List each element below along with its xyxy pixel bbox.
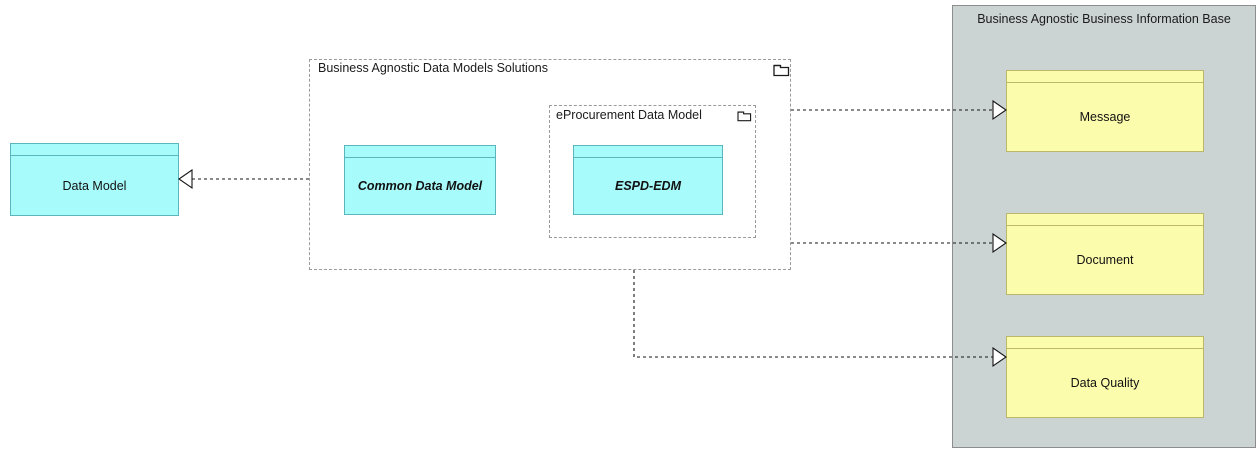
package-folder-icon [737, 109, 752, 127]
node-label-message: Message [1079, 110, 1131, 124]
node-label-common-data-model: Common Data Model [357, 179, 483, 193]
node-body: ESPD-EDM [574, 158, 722, 214]
node-body: Data Model [11, 156, 178, 215]
node-header-band [345, 146, 495, 158]
node-body: Document [1007, 226, 1203, 294]
node-label-data-model: Data Model [62, 178, 127, 193]
node-label-document: Document [1076, 253, 1134, 267]
node-data-quality[interactable]: Data Quality [1006, 336, 1204, 418]
package-folder-icon [773, 62, 790, 82]
node-header-band [1007, 71, 1203, 83]
node-common-data-model[interactable]: Common Data Model [344, 145, 496, 215]
package-business-agnostic-data-models-solutions[interactable] [309, 59, 791, 270]
node-header-band [1007, 337, 1203, 349]
connector-badms-to-data-quality[interactable] [633, 270, 1007, 368]
package-title-eprocurement-data-model: eProcurement Data Model [556, 108, 702, 122]
node-espd-edm[interactable]: ESPD-EDM [573, 145, 723, 215]
node-body: Common Data Model [345, 158, 495, 214]
package-title-business-agnostic-data-models-solutions: Business Agnostic Data Models Solutions [318, 61, 548, 75]
connector-badms-to-data-model[interactable] [178, 168, 309, 190]
node-header-band [11, 144, 178, 156]
node-label-espd-edm: ESPD-EDM [615, 179, 681, 193]
group-panel-title: Business Agnostic Business Information B… [977, 12, 1231, 26]
package-eprocurement-data-model[interactable] [549, 105, 756, 238]
node-body: Data Quality [1007, 349, 1203, 417]
node-header-band [1007, 214, 1203, 226]
node-body: Message [1007, 83, 1203, 151]
node-document[interactable]: Document [1006, 213, 1204, 295]
node-message[interactable]: Message [1006, 70, 1204, 152]
node-header-band [574, 146, 722, 158]
node-data-model[interactable]: Data Model [10, 143, 179, 216]
node-label-data-quality: Data Quality [1070, 376, 1140, 390]
